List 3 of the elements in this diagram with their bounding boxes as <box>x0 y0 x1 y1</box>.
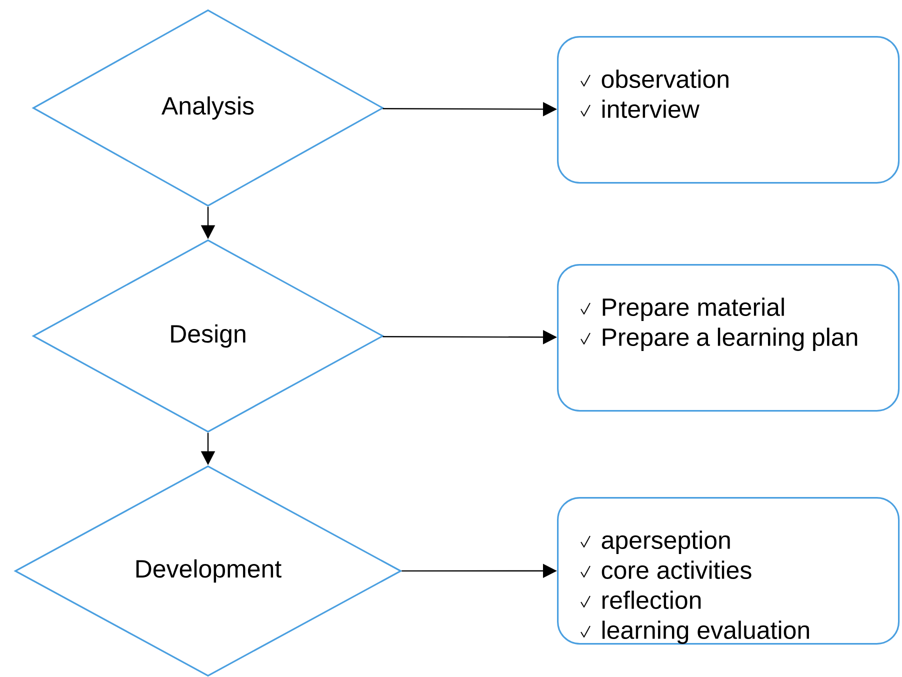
list-box: Prepare material Prepare a learning plan <box>557 264 900 412</box>
list-box: observation interview <box>557 36 900 184</box>
list-box: aperseption core activities reflection learning evaluation <box>557 497 900 645</box>
